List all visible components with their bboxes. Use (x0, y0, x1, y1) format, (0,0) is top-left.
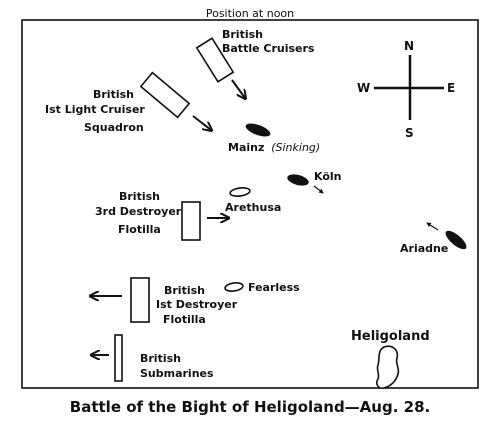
koln-label: Köln (314, 170, 342, 183)
fearless-ship (224, 282, 244, 292)
compass-rose: N S E W (357, 39, 455, 140)
submarines-label-1: British (140, 352, 181, 365)
battle-cruisers-label-1: British (222, 28, 263, 41)
heligoland-group: Heligoland (351, 329, 430, 389)
compass-west: W (357, 81, 370, 95)
light-cruisers-formation (139, 71, 191, 119)
arethusa-group: Arethusa (225, 187, 281, 214)
destroyer-1st-label-1: British (164, 284, 205, 297)
ariadne-group: Ariadne (400, 222, 467, 255)
destroyer-3rd-label-3: Flotilla (118, 223, 161, 236)
mainz-status: (Sinking) (271, 141, 320, 154)
heligoland-island (376, 345, 400, 389)
destroyer-1st-label-2: Ist Destroyer (156, 298, 238, 311)
light-cruisers-group: British Ist Light Cruiser Squadron (45, 71, 211, 134)
compass-south: S (405, 126, 414, 140)
mainz-label: Mainz (228, 141, 264, 154)
battle-cruisers-label-2: Battle Cruisers (222, 42, 315, 55)
battle-cruisers-group: British Battle Cruisers (195, 28, 315, 98)
destroyer-1st-formation (130, 277, 150, 323)
koln-course-arrow (313, 185, 324, 194)
ariadne-ship (445, 230, 467, 250)
light-cruisers-label-3: Squadron (84, 121, 144, 134)
submarines-formation (114, 334, 123, 382)
ariadne-label: Ariadne (400, 242, 448, 255)
battle-cruisers-formation (195, 37, 235, 83)
battle-cruisers-course-arrow (231, 79, 245, 98)
light-cruisers-label-1: British (93, 88, 134, 101)
map-title: Position at noon (206, 7, 294, 20)
compass-east: E (447, 81, 455, 95)
map-caption: Battle of the Bight of Heligoland—Aug. 2… (69, 398, 431, 416)
destroyer-3rd-label-1: British (119, 190, 160, 203)
destroyer-3rd-group: British 3rd Destroyer Flotilla (95, 190, 228, 241)
fearless-group: Fearless (224, 281, 300, 294)
mainz-ship (245, 123, 271, 137)
koln-group: Köln (287, 170, 342, 194)
submarines-group: British Submarines (92, 334, 214, 382)
destroyer-3rd-label-2: 3rd Destroyer (95, 205, 182, 218)
koln-ship (287, 174, 309, 186)
destroyer-3rd-formation (181, 201, 201, 241)
ariadne-course-arrow (426, 222, 439, 231)
mainz-label-line: Mainz (Sinking) (228, 141, 320, 154)
destroyer-1st-group: British Ist Destroyer Flotilla (91, 277, 238, 326)
submarines-label-2: Submarines (140, 367, 214, 380)
arethusa-label: Arethusa (225, 201, 281, 214)
destroyer-1st-label-3: Flotilla (163, 313, 206, 326)
mainz-group: Mainz (Sinking) (228, 123, 320, 154)
arethusa-ship (229, 187, 251, 197)
heligoland-label: Heligoland (351, 329, 430, 344)
map-border (21, 19, 479, 389)
fearless-label: Fearless (248, 281, 300, 294)
compass-north: N (404, 39, 414, 53)
light-cruisers-label-2: Ist Light Cruiser (45, 103, 145, 116)
light-cruisers-course-arrow (192, 115, 211, 130)
